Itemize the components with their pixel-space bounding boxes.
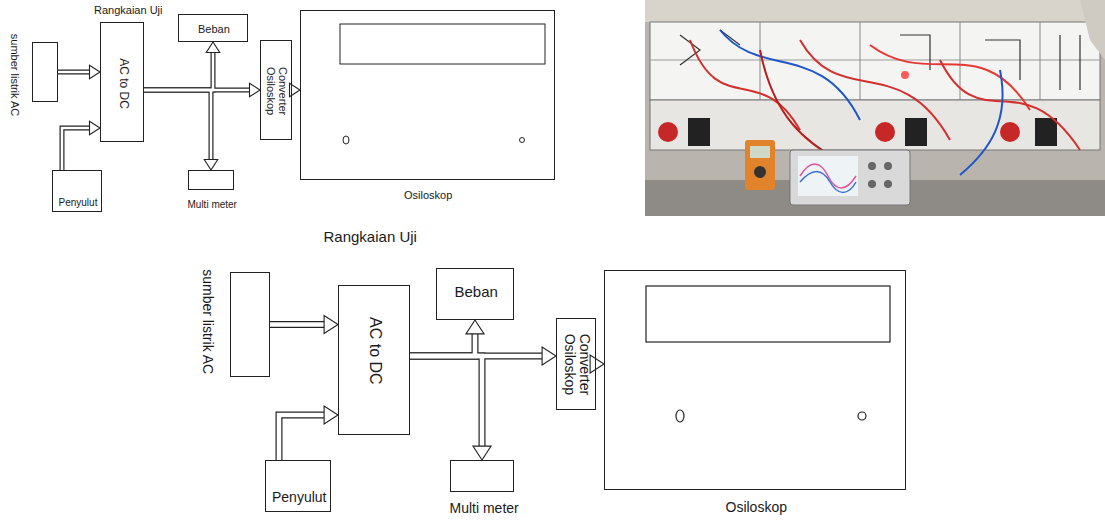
connector-outlines (58, 52, 596, 461)
feeder-box: Penyulut (265, 460, 331, 512)
source-box: sumber listrik AC (32, 42, 58, 102)
connector-fill (279, 415, 325, 460)
connector-outline (62, 128, 91, 170)
connector-fill (58, 71, 91, 74)
box-label: Penyulut (59, 197, 98, 208)
box-caption: sumber listrik AC (199, 269, 214, 374)
scope-knob (343, 136, 349, 144)
oscilloscope-box: Osiloskop (604, 270, 906, 490)
connector-fills (58, 52, 596, 461)
scope-screen (340, 24, 545, 64)
scope-knob (858, 412, 866, 420)
arrow-head (473, 446, 491, 460)
group-title: Rangkaian Uji (94, 4, 162, 16)
arrow-head (204, 160, 218, 171)
multimeter-box: Multi meter (450, 460, 514, 492)
box-label: AC to DC (366, 317, 384, 385)
scope-knob (676, 410, 684, 422)
connector-fill (62, 128, 91, 170)
load-box: Beban (436, 268, 514, 320)
lab-photo (645, 0, 1105, 216)
arrow-head (250, 83, 261, 97)
group-title: Rangkaian Uji (324, 229, 417, 246)
box-label: AC to DC (116, 58, 129, 109)
rectifier-box: AC to DC (338, 285, 410, 435)
box-caption: Multi meter (188, 199, 237, 210)
box-label: Penyulut (272, 490, 326, 505)
connector-outline (410, 356, 482, 447)
source-box: sumber listrik AC (230, 272, 270, 377)
box-caption: Osiloskop (404, 189, 452, 201)
box-label: Beban (455, 284, 498, 301)
multimeter-box: Multi meter (188, 170, 234, 190)
arrow-head (324, 406, 338, 424)
connector-outline (270, 321, 325, 328)
box-caption: Osiloskop (726, 500, 787, 515)
scope-screen (646, 286, 890, 342)
arrow-head (324, 315, 338, 333)
arrow-head (90, 121, 101, 135)
arrow-head (466, 320, 484, 334)
oscilloscope-box: Osiloskop (300, 10, 555, 180)
connector-outline (58, 70, 91, 75)
box-caption: Multi meter (450, 501, 519, 516)
box-caption: sumber listrik AC (9, 34, 21, 117)
connector-outline (279, 415, 325, 460)
scope-knob (520, 138, 525, 143)
connector-outline (144, 52, 213, 91)
rectifier-box: AC to DC (100, 22, 144, 142)
converter-box: Converter Osiloskop (556, 318, 596, 410)
load-box: Beban (178, 14, 248, 42)
box-label: Converter Osiloskop (265, 63, 289, 119)
connector-fill (410, 356, 482, 447)
connector-fill (410, 333, 475, 356)
feeder-box: Penyulut (52, 170, 102, 212)
arrow-head (542, 347, 556, 365)
arrow-head (90, 65, 101, 79)
arrow-head (206, 42, 220, 53)
converter-box: Converter Osiloskop (260, 40, 292, 140)
box-label: Beban (198, 23, 230, 35)
connector-fill (144, 90, 211, 161)
connector-heads (90, 42, 605, 460)
connector-fill (144, 52, 213, 91)
connector-outline (144, 90, 211, 161)
box-label: Converter Osiloskop (562, 328, 593, 400)
connector-fill (270, 322, 325, 327)
